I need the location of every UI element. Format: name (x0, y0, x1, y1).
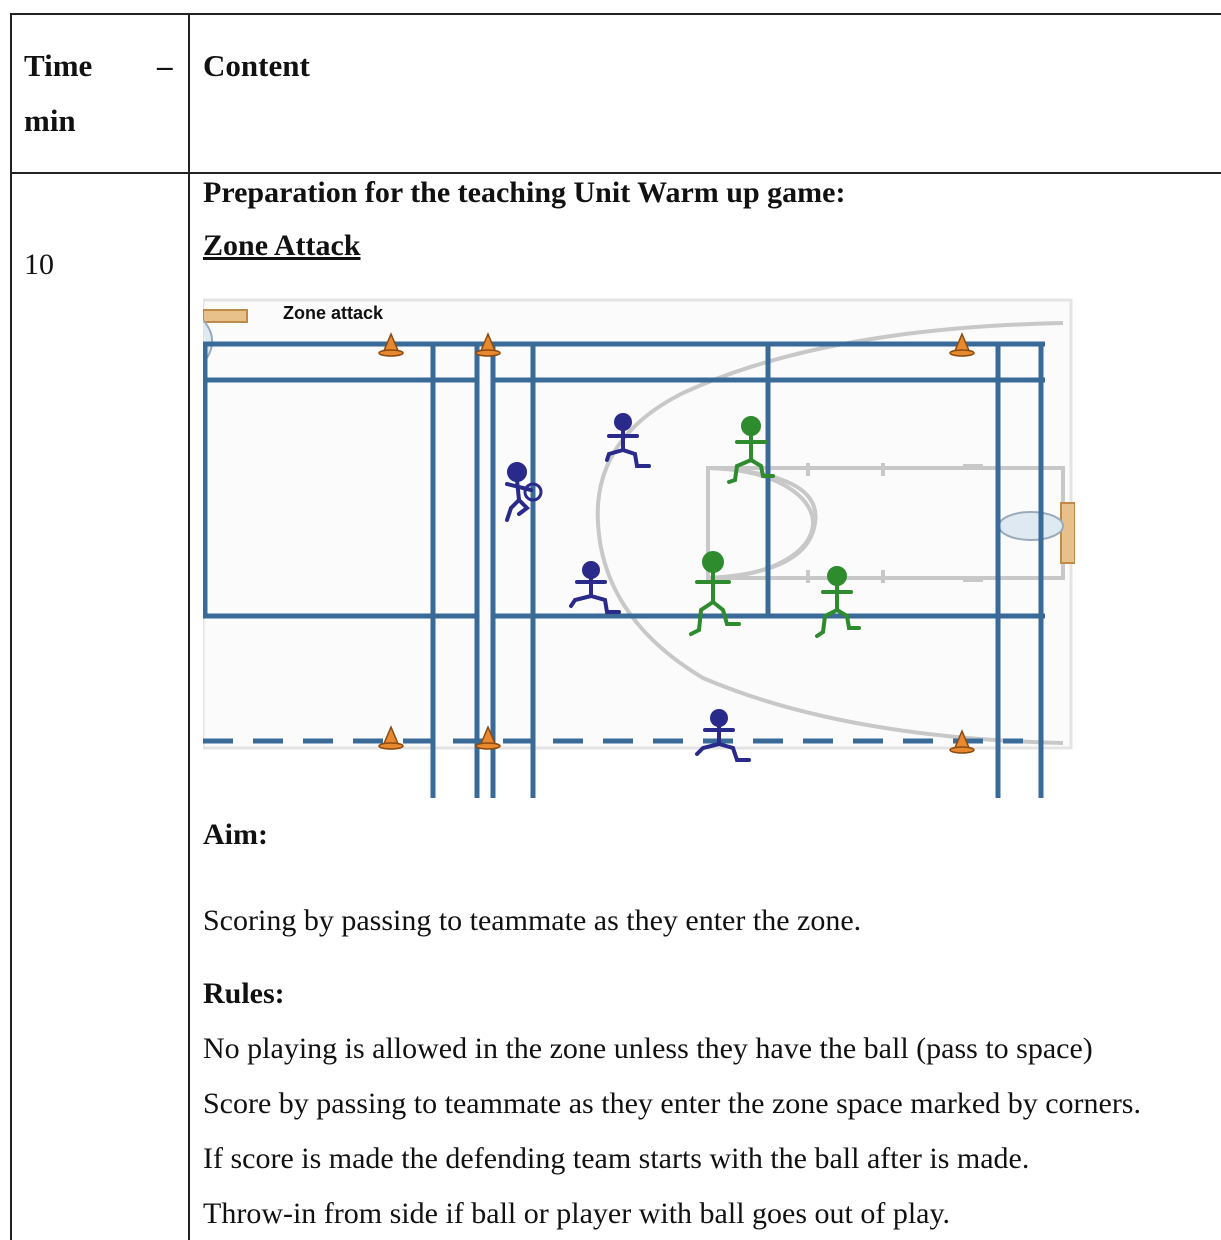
player-team-a (569, 561, 621, 614)
diagram-caption: Zone attack (283, 303, 384, 323)
cones (378, 332, 975, 754)
header-time-label: Time (24, 48, 93, 83)
rule-item: If score is made the defending team star… (203, 1142, 1030, 1175)
aim-text: Scoring by passing to teammate as they e… (203, 904, 862, 937)
header-row-divider (10, 172, 1221, 174)
table-left-border (10, 13, 12, 1240)
aim-heading: Aim: (203, 818, 268, 851)
cone (378, 725, 404, 750)
rule-item: No playing is allowed in the zone unless… (203, 1032, 1093, 1065)
team-b-players (689, 416, 861, 638)
team-a-players (505, 413, 751, 762)
header-time-dash: – (157, 48, 173, 83)
right-basket (998, 502, 1075, 564)
table-top-border (10, 13, 1221, 15)
left-basket (203, 309, 248, 359)
three-point-arc (595, 321, 1064, 745)
header-content-label: Content (203, 48, 310, 83)
player-team-a-with-ball (505, 462, 543, 522)
cone (475, 332, 501, 357)
zone-lines (203, 341, 1045, 798)
column-divider (188, 13, 190, 1240)
player-team-a (605, 413, 651, 468)
game-name: Zone Attack (203, 229, 361, 262)
header-time-unit: min (24, 103, 76, 138)
player-team-b (815, 566, 861, 638)
section-title: Preparation for the teaching Unit Warm u… (203, 176, 846, 209)
cone (949, 729, 975, 754)
court-area (203, 298, 1073, 750)
player-team-b (727, 416, 775, 484)
player-team-b (689, 551, 741, 636)
cone (475, 725, 501, 750)
rule-item: Throw-in from side if ball or player wit… (203, 1197, 951, 1230)
rule-item: Score by passing to teammate as they ent… (203, 1087, 1141, 1120)
cone (949, 332, 975, 357)
player-team-a (695, 709, 751, 762)
cone (378, 332, 404, 357)
zone-attack-diagram: Zone attack (203, 298, 1075, 798)
row-time-value: 10 (24, 248, 54, 281)
rules-heading: Rules: (203, 977, 285, 1010)
lane-ticks (806, 463, 983, 583)
